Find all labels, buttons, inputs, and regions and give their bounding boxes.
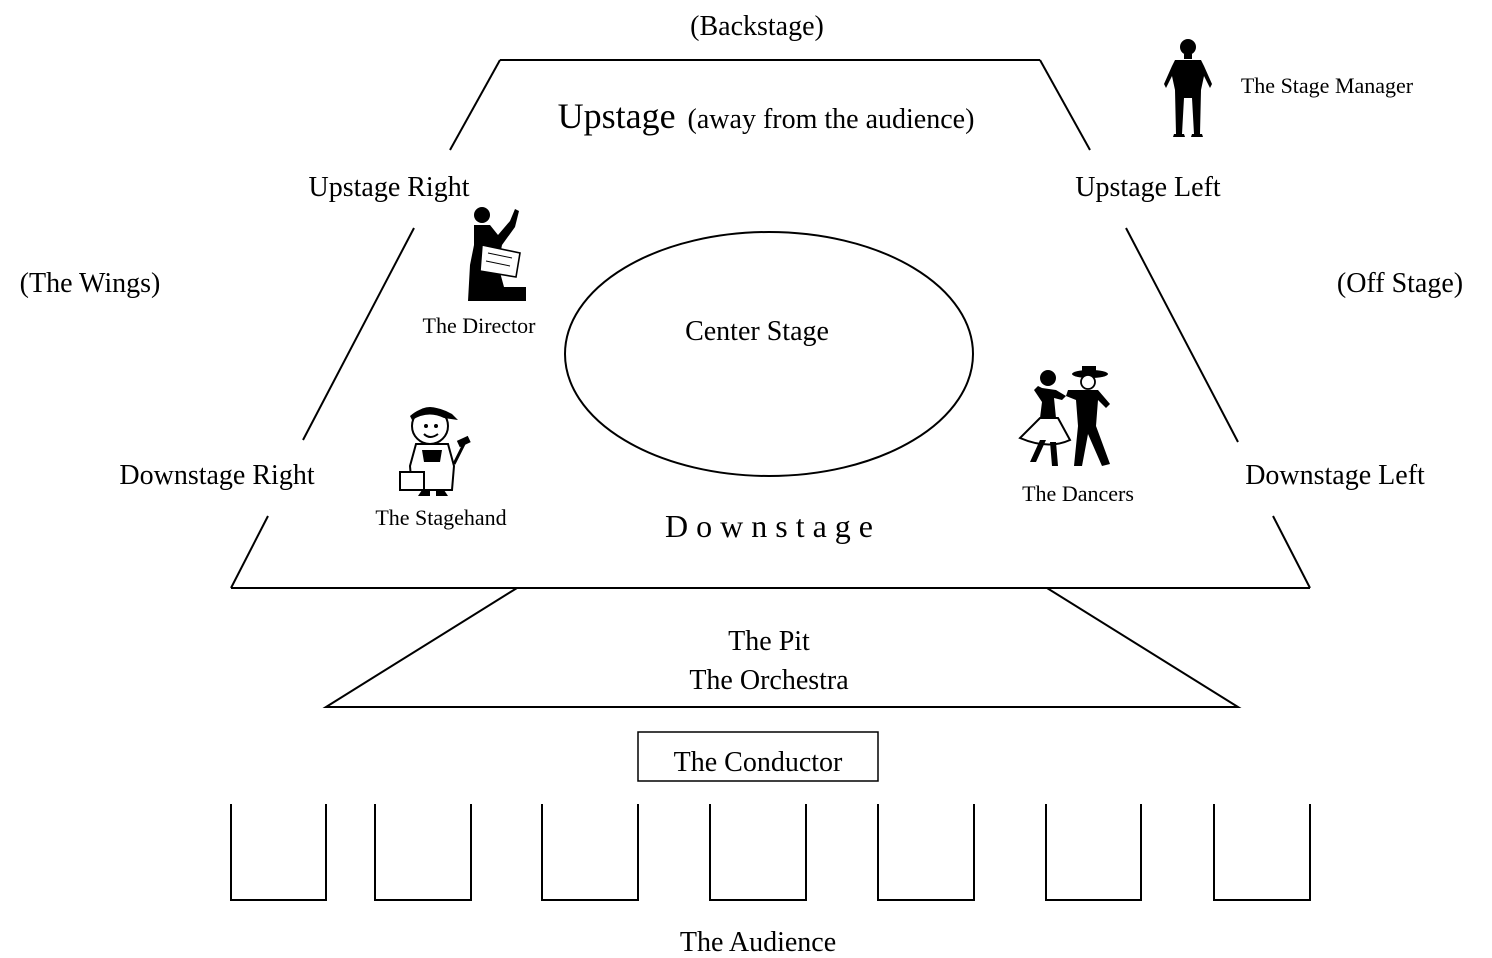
stage-manager-label: The Stage Manager <box>1241 73 1414 98</box>
audience-seat <box>877 804 975 901</box>
wings-label: (The Wings) <box>20 268 161 299</box>
director-pointing-icon <box>468 207 526 301</box>
audience-seat <box>541 804 639 901</box>
upstage-left-label: Upstage Left <box>1075 172 1221 203</box>
center-stage-label: Center Stage <box>685 316 829 347</box>
audience-seat <box>709 804 807 901</box>
center-stage-ellipse <box>564 231 974 477</box>
orchestra-pit-outline <box>322 587 1242 708</box>
orchestra-label: The Orchestra <box>689 665 849 696</box>
upstage-main-label: Upstage <box>558 96 676 136</box>
upstage-label: Upstage (away from the audience) <box>558 96 975 136</box>
pit-label: The Pit <box>728 626 810 657</box>
conductor-box <box>637 731 879 782</box>
stage-outline <box>230 59 1311 589</box>
audience-label: The Audience <box>680 927 836 958</box>
stagehand-label: The Stagehand <box>375 505 506 530</box>
standing-person-silhouette-icon <box>1164 39 1212 137</box>
backstage-label: (Backstage) <box>690 11 824 42</box>
off-stage-label: (Off Stage) <box>1337 268 1463 299</box>
upstage-sub-label: (away from the audience) <box>688 104 975 135</box>
upstage-right-label: Upstage Right <box>309 172 470 203</box>
audience-seat <box>1213 804 1311 901</box>
downstage-right-label: Downstage Right <box>119 460 314 491</box>
conductor-label: The Conductor <box>674 747 843 778</box>
dancers-label: The Dancers <box>1022 481 1134 506</box>
downstage-left-label: Downstage Left <box>1245 460 1425 491</box>
dancing-couple-icon <box>1018 366 1110 466</box>
audience-seat <box>374 804 472 901</box>
audience-seat <box>230 804 327 901</box>
audience-seat <box>1045 804 1142 901</box>
director-label: The Director <box>423 313 537 338</box>
downstage-label: D o w n s t a g e <box>665 508 873 544</box>
stagehand-with-hammer-icon <box>399 407 471 496</box>
audience-seating <box>230 804 1311 901</box>
